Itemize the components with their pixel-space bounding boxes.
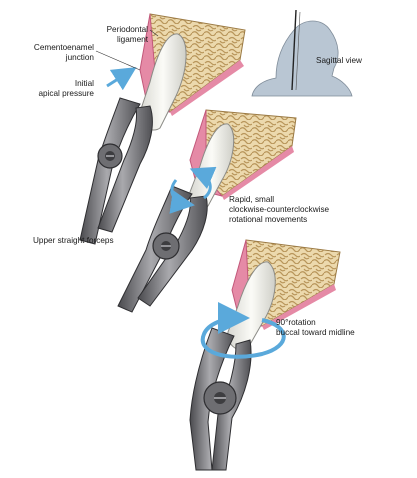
label-sagittal-view: Sagittal view <box>316 56 362 65</box>
label-rotational-movements: Rapid, small clockwise-counterclockwise … <box>229 195 329 225</box>
arrow-icon <box>106 67 137 91</box>
panel-initial-apical-pressure <box>79 13 246 245</box>
label-initial-apical-pressure: Initial apical pressure <box>10 79 94 99</box>
label-upper-straight-forceps: Upper straight forceps <box>33 236 114 245</box>
head-silhouette-icon <box>251 9 353 97</box>
rotation-arrow-icon <box>169 179 195 214</box>
label-line: ligament <box>117 35 148 44</box>
label-line: apical pressure <box>38 89 94 98</box>
label-line: 90°rotation <box>276 318 316 327</box>
rotation-arrow-icon <box>189 166 217 200</box>
label-line: Periodontal <box>106 25 148 34</box>
forceps-illustration <box>79 97 153 245</box>
label-line: buccal toward midline <box>276 328 355 337</box>
label-cementoenamel-junction: Cementoenamel junction <box>10 43 94 63</box>
rotation-arrow-icon <box>200 302 286 359</box>
label-periodontal-ligament: Periodontal ligament <box>60 25 148 45</box>
tooth-illustration <box>227 261 276 351</box>
label-line: rotational movements <box>229 215 308 224</box>
forceps-illustration <box>189 327 252 471</box>
label-90-rotation: 90°rotation buccal toward midline <box>276 318 355 338</box>
panel-rotational-movements <box>117 109 297 313</box>
label-line: Initial <box>74 79 94 88</box>
forceps-illustration <box>117 185 208 313</box>
panel-90-rotation <box>189 239 341 471</box>
label-line: clockwise-counterclockwise <box>229 205 330 214</box>
label-line: junction <box>65 53 94 62</box>
label-line: Cementoenamel <box>33 43 94 52</box>
label-line: Rapid, small <box>229 195 275 204</box>
